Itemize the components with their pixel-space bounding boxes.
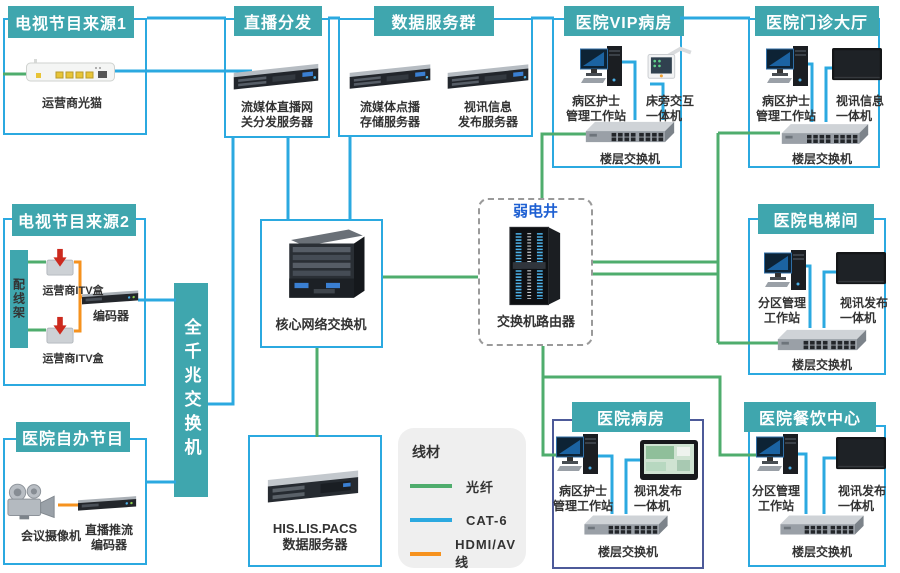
video-publish-server-icon <box>446 54 530 92</box>
outpatient-workstation-icon <box>766 44 810 92</box>
outpatient-display-label: 视讯信息 一体机 <box>836 94 885 123</box>
hdmi-line-swatch <box>410 552 442 556</box>
source1-title: 电视节目来源1 <box>8 6 134 38</box>
his-server-icon <box>266 460 360 506</box>
legend-row-fiber: 光纤 <box>410 476 516 496</box>
live-gateway-server-icon <box>232 54 320 92</box>
source2-title: 电视节目来源2 <box>12 204 136 236</box>
itv-box1-icon <box>46 246 74 278</box>
ward-floor-switch-icon <box>580 512 672 538</box>
vip-workstation-label: 病区护士 管理工作站 <box>565 94 626 123</box>
ward-publish-terminal-icon <box>640 440 698 482</box>
publish-server-label: 视讯信息 发布服务器 <box>457 100 518 129</box>
modem-label: 运营商光猫 <box>41 96 102 110</box>
push-encoder-label: 直播推流 编码器 <box>84 523 133 552</box>
dining-workstation-label: 分区管理 工作站 <box>751 484 800 513</box>
outpatient-workstation-label: 病区护士 管理工作站 <box>755 94 816 123</box>
fiber-label: 光纤 <box>466 479 495 495</box>
his-server-label: HIS.LIS.PACS 数据服务器 <box>272 521 358 553</box>
cat6-line-swatch <box>410 518 452 522</box>
dining-workstation-icon <box>756 432 800 480</box>
ward-workstation-label: 病区护士 管理工作站 <box>552 484 613 513</box>
ward-terminal-label: 视讯发布 一体机 <box>634 484 683 513</box>
conference-camera-icon <box>6 482 58 522</box>
elevator-workstation-label: 分区管理 工作站 <box>757 296 806 325</box>
live-dist-title: 直播分发 <box>234 6 322 36</box>
gigabit-switch-bar: 全千兆交换机 <box>174 283 208 497</box>
vip-switch-label: 楼层交换机 <box>599 152 660 166</box>
elevator-floor-switch-icon <box>776 326 868 354</box>
self-program-title: 医院自办节目 <box>16 422 130 452</box>
elevator-title: 医院电梯间 <box>758 204 874 234</box>
vip-workstation-icon <box>580 44 624 92</box>
legend-row-hdmi: HDMI/AV线 <box>410 537 516 570</box>
elevator-display-icon <box>836 250 886 288</box>
hdmi-label: HDMI/AV线 <box>455 537 516 570</box>
itv-box1-label: 运营商ITV盒 <box>42 285 104 297</box>
elevator-workstation-icon <box>764 248 808 296</box>
rack-cabinet-icon <box>506 220 564 310</box>
data-services-title: 数据服务群 <box>374 6 494 36</box>
legend-panel: 线材 光纤 CAT-6 HDMI/AV线 <box>398 428 526 570</box>
outpatient-hall-title: 医院门诊大厅 <box>755 6 879 36</box>
fiber-line-swatch <box>410 484 452 488</box>
dining-switch-label: 楼层交换机 <box>791 545 852 559</box>
patch-panel-label: 配线架 <box>11 278 26 320</box>
core-switch-label: 核心网络交换机 <box>275 317 367 332</box>
vip-ward-title: 医院VIP病房 <box>564 6 684 36</box>
encoder-label: 编码器 <box>92 309 129 323</box>
push-encoder-icon <box>78 495 138 513</box>
outpatient-display-icon <box>832 46 882 84</box>
outpatient-switch-label: 楼层交换机 <box>791 152 852 166</box>
itv-box2-label: 运营商ITV盒 <box>42 353 104 365</box>
isp-modem-icon <box>26 56 116 86</box>
dining-title: 医院餐饮中心 <box>744 402 876 432</box>
live-server-label: 流媒体直播网 关分发服务器 <box>240 100 313 129</box>
dining-display-icon <box>836 436 886 472</box>
itv-box2-icon <box>46 314 74 346</box>
ward-switch-label: 楼层交换机 <box>597 545 658 559</box>
cat6-label: CAT-6 <box>466 512 508 528</box>
camera-label: 会议摄像机 <box>20 529 81 543</box>
legend-title: 线材 <box>412 444 440 460</box>
core-chassis-switch-icon <box>284 222 368 314</box>
elevator-switch-label: 楼层交换机 <box>791 358 852 372</box>
vod-server-label: 流媒体点播 存储服务器 <box>359 100 420 129</box>
bedside-terminal-icon <box>646 44 692 84</box>
elevator-display-label: 视讯发布 一体机 <box>840 296 889 325</box>
shaft-title: 弱电井 <box>512 203 558 220</box>
outpatient-floor-switch-icon <box>780 120 870 148</box>
vod-storage-server-icon <box>348 54 432 92</box>
patch-panel-bar: 配线架 <box>10 250 28 348</box>
ward-title: 医院病房 <box>572 402 690 432</box>
legend-row-cat6: CAT-6 <box>410 510 516 530</box>
gigabit-switch-label: 全千兆交换机 <box>181 318 201 462</box>
router-switch-label: 交换机路由器 <box>496 314 575 329</box>
vip-terminal-label: 床旁交互 一体机 <box>646 94 695 123</box>
ward-workstation-icon <box>556 432 600 480</box>
dining-floor-switch-icon <box>776 512 868 538</box>
dining-display-label: 视讯发布 一体机 <box>838 484 887 513</box>
